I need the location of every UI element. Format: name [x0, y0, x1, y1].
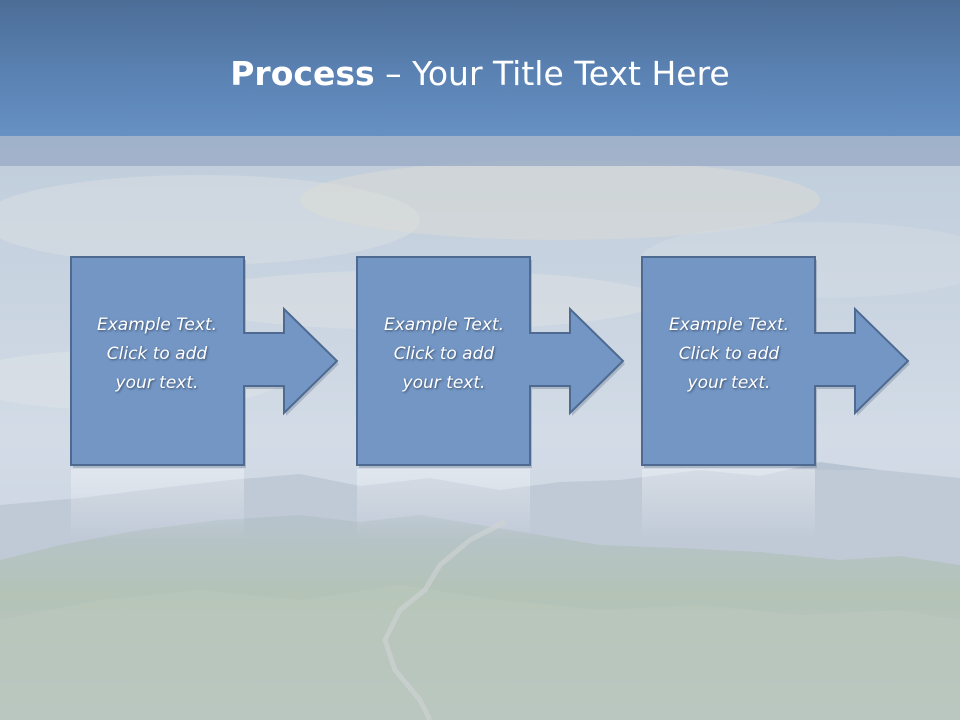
process-step-2-text[interactable]: Example Text. Click to add your text. [358, 311, 530, 398]
process-step-2-line-2: Click to add [393, 344, 495, 364]
process-step-1-arrow-box[interactable] [70, 256, 339, 466]
process-step-1-line-2: Click to add [106, 344, 208, 364]
process-step-1-text[interactable]: Example Text. Click to add your text. [71, 311, 243, 398]
process-step-1-line-1: Example Text. [96, 315, 218, 335]
process-step-3-reflection [642, 469, 815, 539]
process-step-3-text[interactable]: Example Text. Click to add your text. [643, 311, 815, 398]
process-step-1-reflection [71, 469, 244, 539]
process-step-2-line-1: Example Text. [383, 315, 505, 335]
slide-title-bold: Process [230, 54, 375, 93]
process-step-3-line-2: Click to add [678, 344, 780, 364]
slide-title-rest: – Your Title Text Here [374, 54, 730, 93]
process-step-3-arrow-box[interactable] [641, 256, 910, 466]
process-step-2-reflection [357, 469, 530, 539]
header-divider-strip [0, 136, 960, 166]
process-step-3-line-3: your text. [687, 373, 771, 393]
process-step-3-line-1: Example Text. [668, 315, 790, 335]
process-step-2-line-3: your text. [402, 373, 486, 393]
process-step-1-line-3: your text. [115, 373, 199, 393]
process-step-2-arrow-box[interactable] [356, 256, 625, 466]
slide-title[interactable]: Process – Your Title Text Here [0, 52, 960, 96]
header-band [0, 0, 960, 136]
